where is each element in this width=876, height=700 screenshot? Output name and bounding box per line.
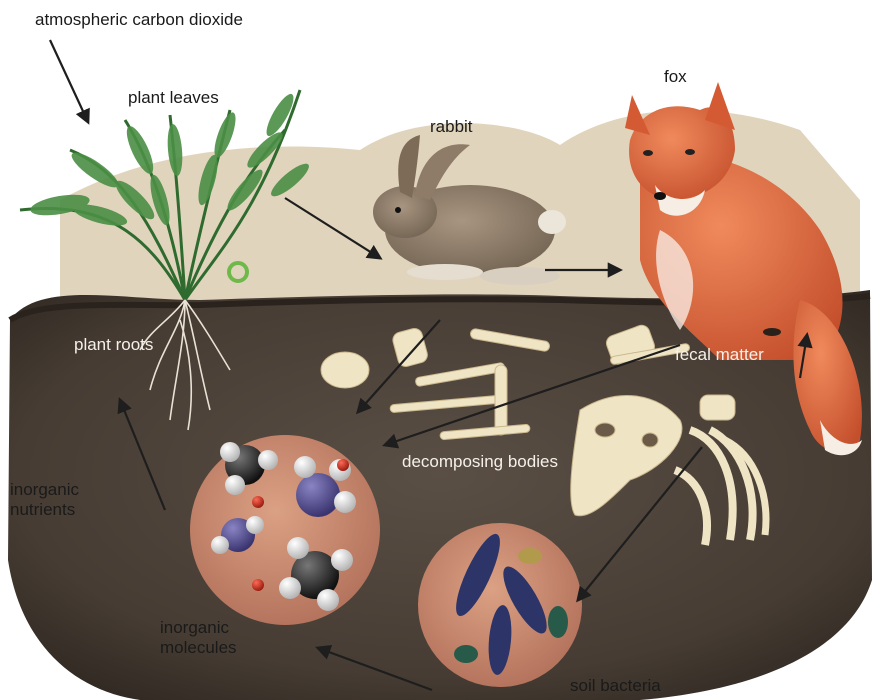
label-inorganic-molecules: inorganic molecules: [160, 618, 237, 658]
label-inorganic-molecules-line-1: inorganic: [160, 618, 237, 638]
arrow-co2-to-plant: [50, 40, 88, 122]
label-plant-leaves: plant leaves: [128, 88, 219, 108]
inorganic-molecules-circle: [190, 435, 380, 625]
label-inorganic-nutrients: inorganic nutrients: [10, 480, 79, 520]
label-plant-roots: plant roots: [74, 335, 153, 355]
label-inorganic-nutrients-line-1: inorganic: [10, 480, 79, 500]
label-inorganic-nutrients-line-2: nutrients: [10, 500, 79, 520]
label-fecal-matter: fecal matter: [675, 345, 764, 365]
label-rabbit: rabbit: [430, 117, 473, 137]
soil-bacteria-circle: [418, 523, 582, 687]
label-soil-bacteria: soil bacteria: [570, 676, 661, 696]
label-atmospheric-carbon-dioxide: atmospheric carbon dioxide: [35, 10, 243, 30]
label-inorganic-molecules-line-2: molecules: [160, 638, 237, 658]
label-fox: fox: [664, 67, 687, 87]
label-decomposing-bodies: decomposing bodies: [402, 452, 558, 472]
